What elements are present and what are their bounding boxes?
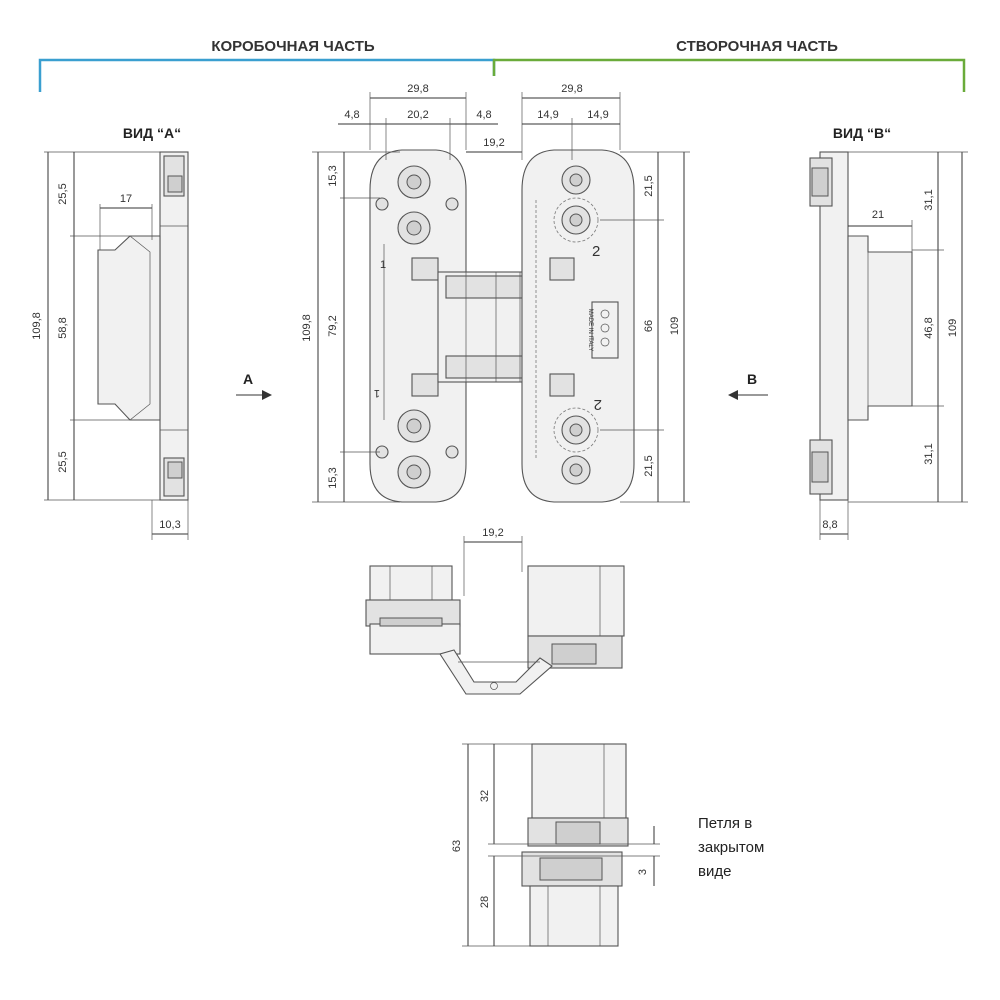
dim-d-half-right: 14,9 [587,109,608,121]
note-line-1: Петля в [698,815,752,832]
mark-2-top: 2 [592,243,600,260]
view-a-body-edge [129,235,151,421]
dim-a-top: 25,5 [57,183,69,204]
dim-a-mid: 58,8 [57,317,69,338]
arrow-b [728,390,768,400]
dim-c-bottom-hole: 15,3 [327,467,339,488]
view-a-top-screw [167,175,183,193]
dim-closed-gap: 3 [637,869,649,875]
view-a-plate [159,151,189,501]
view-a-body [97,235,161,421]
dim-b-mid: 46,8 [923,317,935,338]
dim-closed-top: 32 [479,790,491,802]
box-part-body [369,149,467,503]
dim-b-total: 109 [947,319,959,337]
dim-d-bottom-hole: 21,5 [643,455,655,476]
view-a-title: ВИД “A“ [123,125,181,141]
dim-d-height: 109 [669,317,681,335]
dim-d-hole-span: 66 [643,320,655,332]
view-a-bottom-screw [167,461,183,479]
dim-c-hole-span: 79,2 [327,315,339,336]
dim-c-gap: 19,2 [483,137,504,149]
center-right-dims [600,151,690,503]
view-a-drawing [44,151,189,540]
dim-c-inner: 20,2 [407,109,428,121]
dim-closed-height: 63 [451,840,463,852]
leaf-part-body [521,149,635,503]
header-box-part: КОРОБОЧНАЯ ЧАСТЬ [211,38,375,55]
view-b-body [847,235,913,421]
note-line-2: закрытом [698,839,764,856]
top-view-open [365,536,625,695]
header-leaf-part: СТВОРОЧНАЯ ЧАСТЬ [676,38,838,55]
dim-c-height: 109,8 [301,314,313,342]
dim-d-top-hole: 21,5 [643,175,655,196]
box-part-front [369,149,467,503]
center-left-dims [312,151,400,503]
dim-a-total: 109,8 [31,312,43,340]
dim-b-21: 21 [872,209,884,221]
closed-hinge-view [462,743,660,947]
dim-top-view-gap: 19,2 [482,527,503,539]
view-b-drawing [809,151,968,540]
leaf-part-front [521,149,635,503]
mark-2-bottom: 2 [594,396,602,413]
header-bracket-right [492,58,966,92]
arrow-a-label: A [243,371,253,387]
mark-1-bottom: 1 [374,387,380,399]
dim-closed-bottom: 28 [479,896,491,908]
dim-c-top-hole: 15,3 [327,165,339,186]
arrow-b-label: B [747,371,757,387]
dim-c-left-offset: 4,8 [344,109,359,121]
dim-c-right-offset: 4,8 [476,109,491,121]
mark-1-top: 1 [380,259,386,271]
dim-d-width: 29,8 [561,83,582,95]
note-line-3: виде [698,863,731,880]
dim-b-top: 31,1 [923,189,935,210]
view-b-title: ВИД “B“ [833,125,891,141]
plate-text: MADE IN ITALY [587,309,593,351]
dim-a-depth: 10,3 [159,519,180,531]
dim-b-depth: 8,8 [822,519,837,531]
dim-d-half-left: 14,9 [537,109,558,121]
dim-a-17: 17 [120,193,132,205]
center-top-dims [338,92,621,160]
dim-c-width: 29,8 [407,83,428,95]
arrow-a [236,390,272,400]
dim-a-bottom: 25,5 [57,451,69,472]
dim-b-bottom: 31,1 [923,443,935,464]
